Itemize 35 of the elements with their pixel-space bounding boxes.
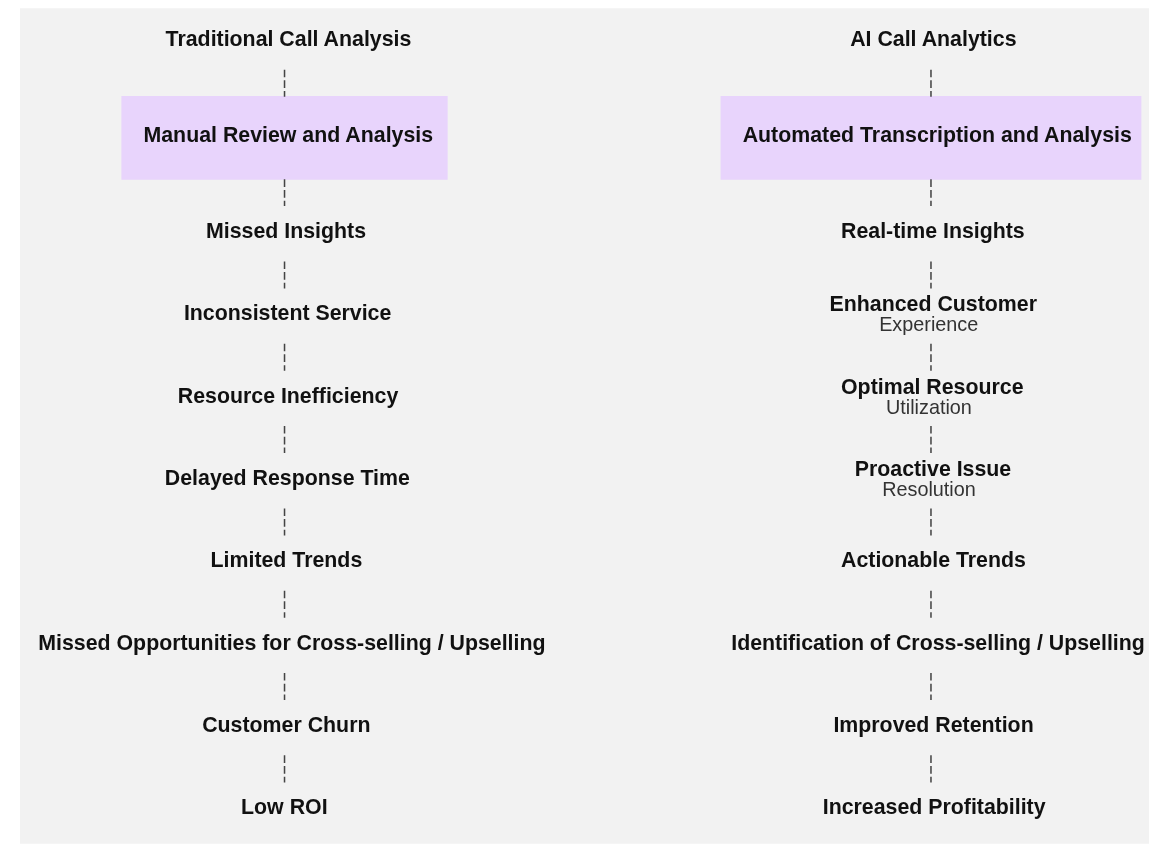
- connector: [929, 178, 932, 207]
- node-text: Customer Churn: [201, 713, 370, 737]
- node-text: Limited Trends: [210, 548, 362, 573]
- connector: [929, 425, 932, 454]
- node-text: Traditional Call Analysis: [165, 26, 411, 51]
- node-text: Low ROI: [240, 795, 328, 820]
- connector: [929, 754, 932, 784]
- connector: [283, 672, 285, 701]
- connector: [929, 260, 932, 290]
- connector: [929, 672, 932, 701]
- node-text: Improved Retention: [832, 713, 1034, 737]
- connector: [283, 425, 285, 454]
- node-text: Missed Insights: [205, 219, 366, 244]
- connector: [929, 507, 932, 537]
- connector: [283, 178, 285, 207]
- connector: [929, 589, 932, 619]
- connector: [283, 260, 285, 290]
- connector: [283, 754, 285, 784]
- node-text: Increased Profitability: [822, 795, 1046, 820]
- node-text: Inconsistent Service: [183, 301, 391, 326]
- connector: [929, 342, 932, 372]
- connector: [283, 342, 285, 372]
- node-box: Automated Transcription and Analysis: [720, 95, 1141, 180]
- connector: [283, 589, 285, 619]
- node-text: Delayed Response Time: [164, 466, 410, 490]
- connector: [929, 68, 932, 98]
- node-text: Real-time Insights: [840, 219, 1025, 244]
- connector: [283, 507, 285, 537]
- node-box: Manual Review and Analysis: [120, 95, 448, 180]
- node-text: Actionable Trends: [840, 548, 1026, 573]
- node-text: Resource Inefficiency: [177, 383, 398, 408]
- node-text: AI Call Analytics: [849, 26, 1017, 51]
- node-text: Identification of Cross-selling / Upselling: [730, 630, 1145, 655]
- node-text: Missed Opportunities for Cross-selling / Upselling: [37, 630, 545, 655]
- connector: [283, 68, 285, 98]
